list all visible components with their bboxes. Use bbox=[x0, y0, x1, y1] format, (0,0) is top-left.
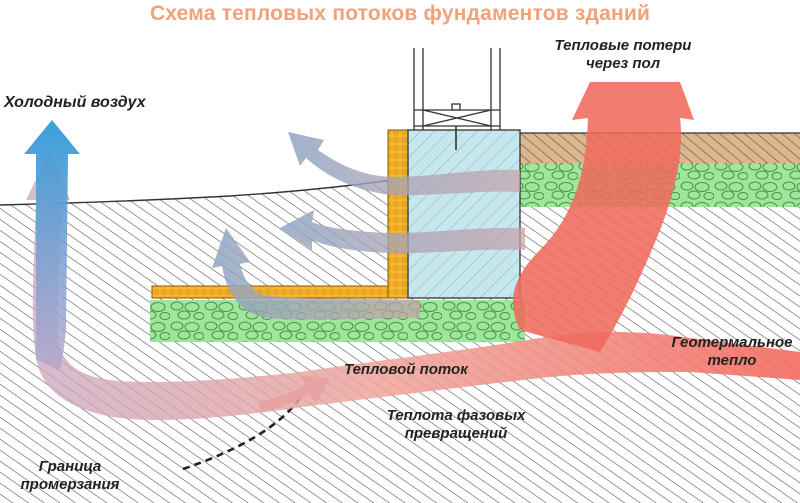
label-floor-heat-loss: Тепловые потери через пол bbox=[543, 37, 703, 73]
main-heat-flow-arrow bbox=[26, 150, 800, 421]
diagram-title: Схема тепловых потоков фундаментов здани… bbox=[149, 2, 651, 25]
label-floor-heat-loss-line2: через пол bbox=[585, 55, 661, 72]
label-geothermal-line1: Геотермальное bbox=[671, 334, 793, 351]
phase-heat-arrow bbox=[258, 376, 330, 412]
label-floor-heat-loss-line1: Тепловые потери bbox=[554, 37, 692, 54]
label-freeze-line: Граница промерзания bbox=[0, 458, 140, 494]
wall-frame bbox=[413, 48, 501, 150]
label-freeze-line-line2: промерзания bbox=[20, 476, 120, 493]
heat-loss-arrow-upper bbox=[288, 132, 520, 196]
heat-loss-arrow-middle bbox=[280, 210, 525, 254]
floor-heat-loss-arrow bbox=[512, 82, 694, 352]
label-heat-flow: Тепловой поток bbox=[344, 361, 468, 378]
heat-loss-arrow-lower bbox=[212, 228, 420, 320]
label-phase-heat-line1: Теплота фазовых bbox=[386, 407, 526, 424]
label-phase-heat-line2: превращений bbox=[404, 425, 508, 442]
label-geothermal: Геотермальное тепло bbox=[652, 334, 800, 370]
vertical-insulation bbox=[387, 129, 409, 299]
label-cold-air: Холодный воздух bbox=[4, 94, 146, 111]
cold-air-arrow bbox=[24, 120, 80, 370]
label-freeze-line-line1: Граница bbox=[38, 458, 102, 475]
label-phase-heat: Теплота фазовых превращений bbox=[356, 407, 556, 443]
label-geothermal-line2: тепло bbox=[707, 352, 757, 369]
